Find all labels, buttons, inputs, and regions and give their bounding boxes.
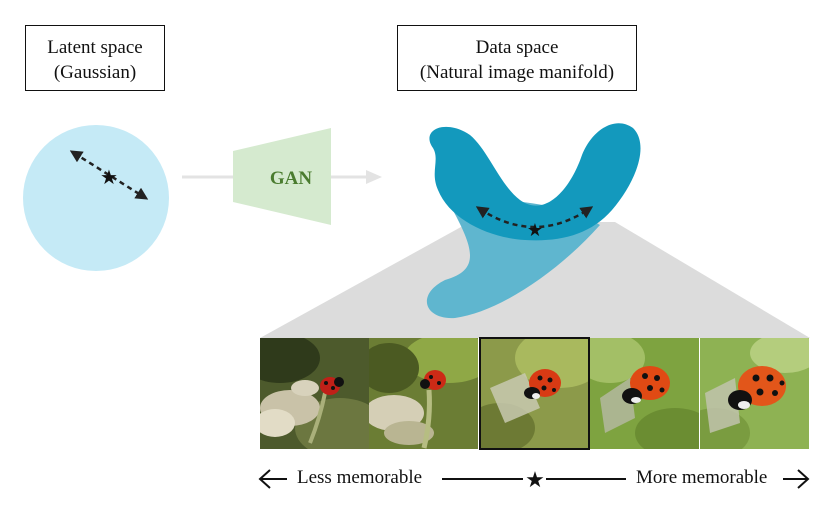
latent-space-label: Latent space (Gaussian) xyxy=(25,25,165,91)
data-subtitle: (Natural image manifold) xyxy=(419,62,615,83)
more-memorable-label: More memorable xyxy=(636,467,768,488)
star-icon: ★ xyxy=(525,467,545,492)
star-icon: ★ xyxy=(100,167,118,189)
dashed-double-arrow-icon xyxy=(69,150,149,200)
dashed-double-arrow-icon xyxy=(475,206,594,229)
data-title: Data space xyxy=(475,37,559,58)
ladybug-frame-1 xyxy=(260,338,369,449)
ladybug-frame-4 xyxy=(590,338,699,449)
ladybug-frame-2 xyxy=(369,338,478,449)
latent-subtitle: (Gaussian) xyxy=(53,62,137,83)
ladybug-frame-3 xyxy=(480,338,589,449)
gan-label: GAN xyxy=(270,168,313,189)
less-memorable-label: Less memorable xyxy=(297,467,423,488)
latent-title: Latent space xyxy=(47,37,143,58)
flow-arrowhead xyxy=(366,170,382,184)
left-arrow-icon xyxy=(258,469,287,489)
latent-circle xyxy=(23,125,169,271)
ladybug-frame-5 xyxy=(700,338,809,449)
gan-block xyxy=(233,128,331,225)
data-space-label: Data space (Natural image manifold) xyxy=(397,25,637,91)
right-arrow-icon xyxy=(783,469,810,489)
star-icon: ★ xyxy=(527,220,543,240)
